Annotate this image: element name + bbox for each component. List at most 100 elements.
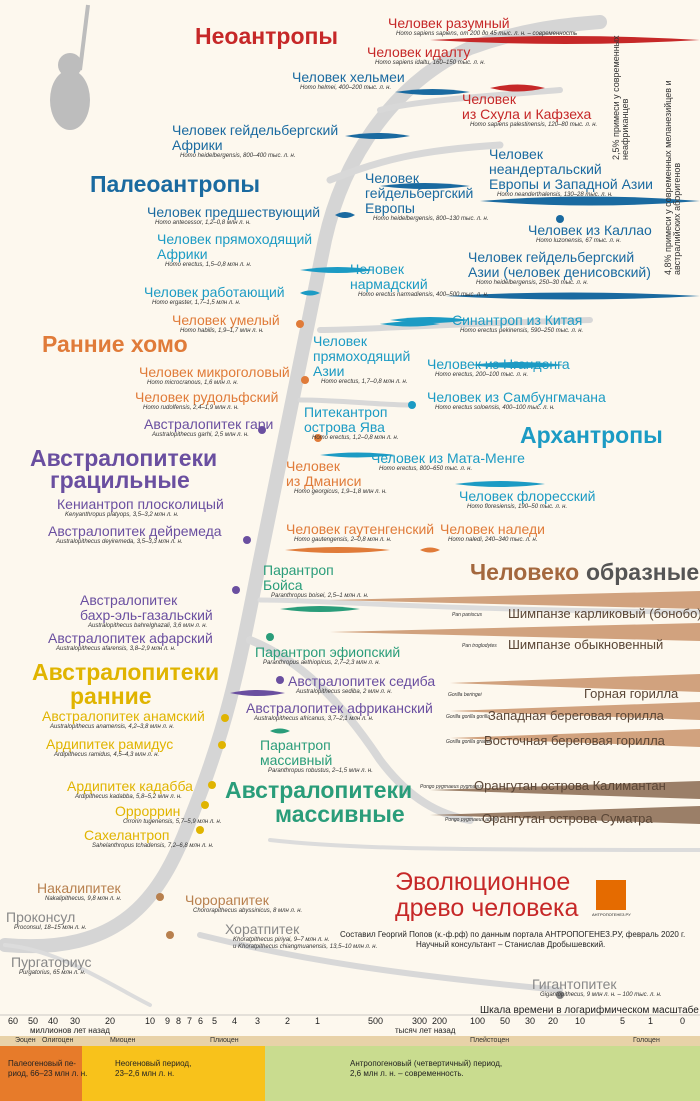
epoch-label: Эоцен (15, 1037, 36, 1044)
period-label: 2,6 млн л. н. – современность. (350, 1069, 464, 1078)
species-latin: Homo heidelbergensis, 800–400 тыс. л. н. (180, 153, 296, 159)
kyr-tick: 50 (500, 1016, 511, 1026)
species-latin: Homo helmei, 400–200 тыс. л. н. (300, 85, 392, 91)
species-name: острова Ява (304, 419, 385, 435)
epoch-label: Плиоцен (210, 1037, 239, 1044)
species-latin: Purgatorius, 65 млн л. н. (19, 970, 86, 976)
species-latin: Homo erectus, 200–100 тыс. л. н. (435, 372, 529, 378)
species-name: Человек флоресский (459, 488, 596, 504)
species-name: Человек идалту (367, 44, 471, 60)
species-latin: Australopithecus sediba, 2 млн л. н. (296, 689, 393, 695)
species-latin: Homo floresiensis, 190–50 тыс. л. н. (467, 504, 568, 510)
erectus-africa-lens (300, 267, 375, 273)
branch-line (317, 317, 593, 333)
ngandong-lens (470, 362, 565, 368)
species-name: нармадский (350, 276, 428, 292)
species-dot (232, 586, 240, 594)
period-anthropogene (265, 1046, 700, 1101)
side-note: 2,5% примеси у современных неафриканцев (611, 35, 631, 160)
species-name: неандертальский (489, 161, 602, 177)
species-name: Африки (157, 246, 208, 262)
species-latin: Homo erectus, 1,7–0,8 млн л. н. (321, 379, 408, 385)
species-name: массивный (260, 752, 333, 768)
species-name: бахр-эль-газальский (80, 607, 213, 623)
species-name: Австралопитек анамский (42, 708, 205, 724)
species-name: Человек предшествующий (147, 204, 321, 220)
group-heading: Палеоантропы (90, 171, 261, 197)
species-name: Ардипитек кадабба (67, 778, 193, 794)
species-dot (266, 633, 274, 641)
species-name: Человек (365, 170, 419, 186)
ape-lineage-wedge (450, 702, 700, 720)
species-name: Азии (313, 363, 345, 379)
ape-latin: Gorilla gorilla graueri (446, 739, 493, 745)
species-latin: Orrorin tugenensis, 5,7–5,9 млн л. н. (123, 819, 222, 825)
kyr-label: тысяч лет назад (395, 1026, 456, 1035)
species-dot (556, 215, 564, 223)
species-latin: Homo sapiens palestinensis, 120–80 тыс. … (470, 122, 598, 128)
ape-lineage-wedge (330, 591, 700, 609)
group-heading: Австралопитеки (30, 445, 218, 471)
species-dot (314, 434, 322, 442)
species-latin: Nakalipithecus, 9,8 млн л. н. (45, 896, 122, 902)
kyr-tick: 500 (368, 1016, 384, 1026)
myr-tick: 4 (232, 1016, 238, 1026)
species-name: прямоходящий (313, 348, 411, 364)
species-latin: Homo habilis, 1,9–1,7 млн л. н. (180, 328, 264, 334)
ape-lineage-wedge (330, 623, 700, 641)
group-heading-ape: образные (586, 559, 700, 585)
species-name: из Схула и Кафзеха (462, 106, 592, 122)
species-name: Бойса (263, 577, 303, 593)
species-latin: и Khoratpithecus chiangmuanensis, 13,5–1… (233, 944, 378, 950)
ape-latin: Gorilla beringei (448, 692, 482, 698)
kyr-tick: 1 (648, 1016, 654, 1026)
species-name: Австралопитек африканский (246, 700, 433, 716)
species-latin: Homo sapiens sapiens, от 200 до 45 тыс. … (396, 31, 578, 37)
kyr-tick: 100 (470, 1016, 486, 1026)
myr-tick: 30 (70, 1016, 81, 1026)
species-latin: Homo luzonensis, 67 тыс. л. н. (536, 238, 622, 244)
group-heading: Архантропы (520, 422, 663, 448)
species-name: Австралопитек гари (144, 416, 274, 432)
epoch-label: Плейстоцен (470, 1037, 510, 1044)
ape-name: Западная береговая горилла (488, 708, 664, 723)
species-latin: Homo sapiens idaltu, 160–150 тыс. л. н. (375, 60, 486, 66)
period-neogene (82, 1046, 265, 1101)
species-latin: Homo ergaster, 1,7–1,5 млн л. н. (152, 300, 241, 306)
ape-latin: Gorilla gorilla gorilla (446, 714, 490, 720)
myr-tick: 40 (48, 1016, 59, 1026)
species-latin: Homo antecessor, 1,2–0,8 млн л. н. (155, 220, 251, 226)
side-note: 4,8% примеси у современных меланезийцев … (663, 80, 683, 275)
neanderthal-lens (480, 196, 700, 206)
species-name: Человек гаутенгенский (286, 521, 435, 537)
species-name: Синантроп из Китая (452, 312, 583, 328)
species-latin: Paranthropus robustus, 2–1,5 млн л. н. (268, 768, 373, 774)
ape-latin: Pan troglodytes (462, 643, 497, 649)
species-name: Человек прямоходящий (157, 231, 313, 247)
species-name: Человек из Мата-Менге (371, 450, 525, 466)
period-label: Палеогеновый пе- (8, 1059, 76, 1068)
species-name: Ардипитек рамидус (46, 736, 174, 752)
species-dot (301, 376, 309, 384)
species-latin: Homo naledi, 240–340 тыс. л. н. (448, 537, 538, 543)
myr-tick: 20 (105, 1016, 116, 1026)
species-name: Питекантроп (304, 404, 388, 420)
idaltu-lens (490, 84, 545, 92)
branch-line (197, 932, 563, 993)
branch-line (3, 943, 152, 1007)
helmei-lens (395, 89, 470, 95)
species-name: Накалипитек (37, 880, 121, 896)
kyr-tick: 200 (432, 1016, 448, 1026)
ape-lineage-wedge (450, 729, 700, 747)
species-name: Человек из Каллао (528, 222, 652, 238)
species-dot (296, 320, 304, 328)
species-latin: Chororapithecus abyssinicus, 8 млн л. н. (193, 908, 303, 914)
species-latin: Paranthropus aethiopicus, 2,7–2,3 млн л.… (263, 660, 381, 666)
ape-name: Шимпанзе обыкновенный (508, 637, 664, 652)
title-line1: Эволюционное (395, 868, 571, 896)
group-heading: массивные (275, 801, 405, 827)
myr-tick: 8 (176, 1016, 182, 1026)
sinanthropus-lens (380, 321, 440, 327)
